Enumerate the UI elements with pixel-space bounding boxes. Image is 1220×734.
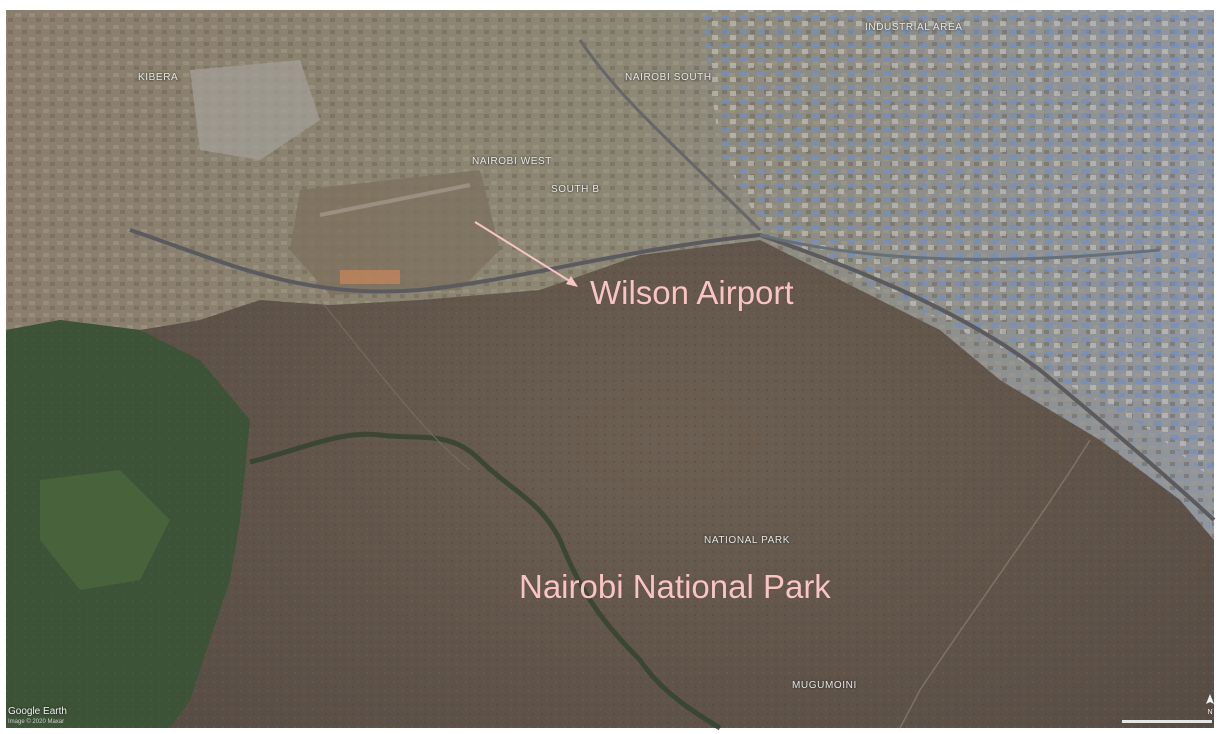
kibera-settlement	[190, 60, 320, 160]
annotation-arrow	[474, 221, 577, 286]
place-label-kibera: KIBERA	[138, 72, 179, 83]
highway	[129, 228, 1216, 522]
place-label-national-park: NATIONAL PARK	[704, 535, 790, 546]
place-label-mugumoini: MUGUMOINI	[792, 680, 857, 691]
annotation-wilson-airport: Wilson Airport	[590, 274, 794, 311]
google-earth-logo: Google Earth	[8, 706, 67, 717]
svg-text:N: N	[1207, 709, 1212, 716]
river	[249, 431, 722, 731]
place-label-south-b: SOUTH B	[551, 184, 600, 195]
scale-bar	[1122, 720, 1212, 723]
compass-icon[interactable]: N	[1205, 694, 1215, 716]
industrial-area	[700, 10, 1214, 480]
annotation-nairobi-national-park: Nairobi National Park	[519, 568, 831, 605]
imagery-credit: Image © 2020 Maxar	[8, 719, 65, 725]
place-label-industrial-area: INDUSTRIAL AREA	[865, 22, 963, 33]
airport-grounds	[290, 170, 500, 295]
place-label-nairobi-south: NAIROBI SOUTH	[625, 72, 712, 83]
place-label-nairobi-west: NAIROBI WEST	[472, 156, 552, 167]
